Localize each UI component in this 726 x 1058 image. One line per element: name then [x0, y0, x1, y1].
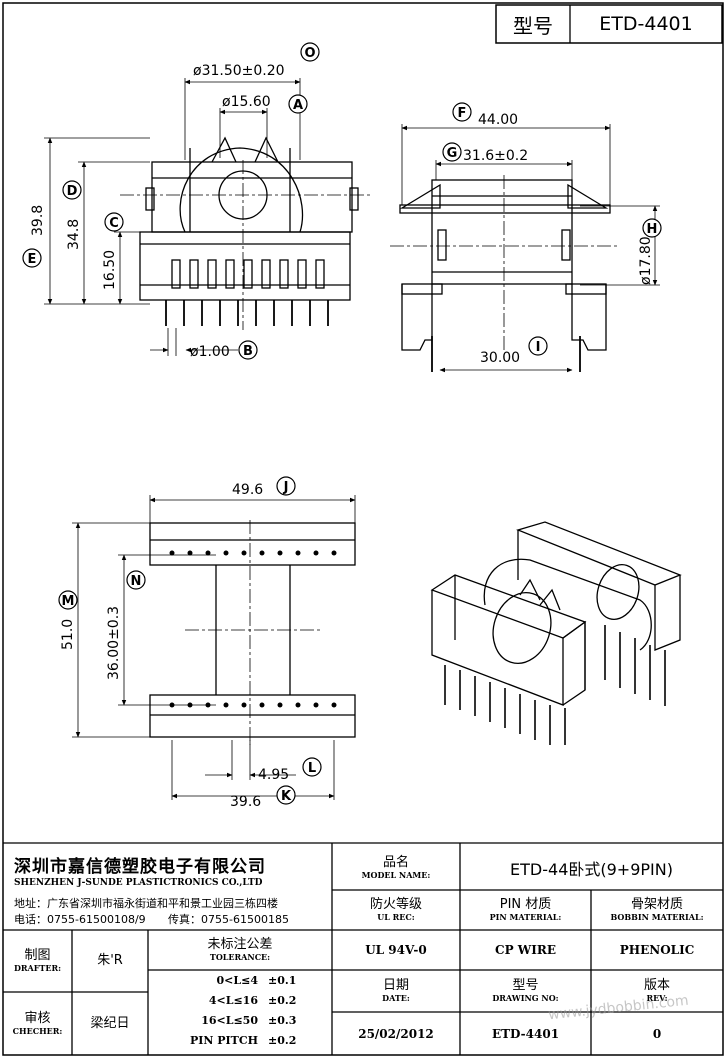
front-view: [44, 78, 370, 356]
pin-header: PIN 材质 PIN MATERIAL:: [460, 890, 591, 930]
ul-cn: 防火等级: [369, 897, 422, 912]
tolerance-range: 0<L≤4: [216, 974, 258, 987]
drawing-cn: 型号: [512, 978, 539, 993]
dim-e: 39.8: [30, 205, 46, 236]
marker-d: D: [67, 184, 78, 199]
tolerance-range: 16<L≤50: [201, 1014, 258, 1027]
marker-g: G: [447, 146, 458, 161]
tolerance-value: ±0.2: [268, 994, 297, 1007]
side-view: [390, 124, 660, 373]
dim-b: ø1.00: [190, 344, 230, 360]
company-fax: 传真：0755-61500185: [168, 913, 289, 926]
dim-i: 30.00: [480, 350, 520, 366]
dim-c: 16.50: [102, 250, 118, 290]
dim-k: 39.6: [230, 794, 261, 810]
bobbin-en: BOBBIN MATERIAL:: [610, 912, 704, 922]
drafter-value: 朱'R: [97, 953, 123, 968]
marker-c: C: [109, 216, 119, 231]
pin-en: PIN MATERIAL:: [489, 912, 562, 922]
dim-h: ø17.80: [638, 236, 654, 285]
model-name-cn: 品名: [382, 854, 409, 870]
drawing-en: DRAWING NO:: [492, 993, 559, 1003]
tolerance-value: ±0.1: [268, 974, 297, 987]
date-en: DATE:: [382, 993, 410, 1003]
pin-value: CP WIRE: [495, 943, 556, 957]
pin-cn: PIN 材质: [499, 897, 552, 912]
date-cn: 日期: [382, 978, 409, 993]
bobbin-cn: 骨架材质: [630, 897, 683, 912]
tolerance-row: 0<L≤4 ±0.1: [148, 974, 332, 994]
rev-cn: 版本: [643, 978, 670, 993]
drawing-value: ETD-4401: [491, 1026, 560, 1041]
marker-f: F: [458, 106, 467, 121]
model-name-en: MODEL NAME:: [361, 869, 431, 880]
bottom-view: [72, 495, 356, 800]
tolerance-cn: 未标注公差: [207, 937, 273, 952]
marker-o: O: [304, 46, 315, 61]
drawing-header: 型号 DRAWING NO:: [460, 970, 591, 1012]
isometric-view: [430, 521, 682, 745]
marker-k: K: [281, 789, 292, 804]
marker-e: E: [28, 252, 37, 267]
ul-en: UL REC:: [377, 912, 415, 922]
dim-m: 51.0: [60, 619, 76, 650]
tolerance-en: TOLERANCE:: [209, 952, 271, 962]
type-value: ETD-4401: [599, 13, 693, 35]
tolerance-header: 未标注公差 TOLERANCE:: [148, 930, 332, 970]
marker-b: B: [243, 344, 253, 359]
drafter-header: 制图 DRAFTER:: [3, 930, 72, 992]
marker-h: H: [647, 222, 658, 237]
tolerance-range: PIN PITCH: [189, 1034, 258, 1047]
dim-f: 44.00: [478, 112, 518, 128]
dim-j: 49.6: [232, 482, 263, 498]
company-name-en: SHENZHEN J-SUNDE PLASTICTRONICS CO.,LTD: [14, 878, 263, 888]
rev-header: 版本 REV:: [591, 970, 723, 1012]
tolerance-value: ±0.3: [268, 1014, 297, 1027]
dim-a: ø15.60: [222, 94, 271, 110]
marker-a: A: [293, 98, 303, 113]
dim-g: 31.6±0.2: [463, 148, 528, 164]
tolerance-value: ±0.2: [268, 1034, 297, 1047]
tolerance-table: 0<L≤4 ±0.1 4<L≤16 ±0.2 16<L≤50 ±0.3 PIN …: [148, 974, 332, 1054]
marker-m: M: [62, 594, 75, 609]
tolerance-range: 4<L≤16: [208, 994, 258, 1007]
bobbin-header: 骨架材质 BOBBIN MATERIAL:: [591, 890, 723, 930]
rev-en: REV:: [646, 993, 668, 1003]
type-label: 型号: [513, 13, 553, 38]
title-block-grid: [3, 842, 723, 1055]
tolerance-row: 4<L≤16 ±0.2: [148, 994, 332, 1014]
model-name-value: ETD-44卧式(9+9PIN): [510, 859, 673, 879]
tolerance-row: PIN PITCH ±0.2: [148, 1034, 332, 1054]
dim-n: 36.00±0.3: [106, 606, 122, 680]
ul-value: UL 94V-0: [365, 943, 427, 957]
marker-n: N: [131, 574, 142, 589]
company-name: 深圳市嘉信德塑胶电子有限公司: [14, 857, 266, 877]
checker-en: CHECHER:: [12, 1025, 63, 1036]
marker-j: J: [283, 480, 289, 495]
model-name-header: 品名 MODEL NAME:: [332, 845, 460, 890]
ul-header: 防火等级 UL REC:: [332, 890, 460, 930]
company-address: 地址：广东省深圳市福永街道和平和景工业园三栋四楼: [14, 897, 278, 910]
checker-value: 梁纪日: [90, 1015, 130, 1031]
date-header: 日期 DATE:: [332, 970, 460, 1012]
marker-i: I: [536, 340, 541, 355]
drafter-cn: 制图: [24, 948, 51, 963]
marker-l: L: [308, 761, 316, 776]
dimension-markers: [22, 42, 662, 805]
dim-l: 4.95: [258, 767, 289, 783]
bobbin-value: PHENOLIC: [619, 943, 695, 957]
tolerance-row: 16<L≤50 ±0.3: [148, 1014, 332, 1034]
dim-o: ø31.50±0.20: [193, 63, 285, 79]
dim-d: 34.8: [66, 219, 82, 250]
checker-cn: 审核: [24, 1010, 51, 1026]
company-phone: 电话：0755-61500108/9: [14, 913, 146, 926]
date-value: 25/02/2012: [358, 1026, 434, 1041]
drafter-en: DRAFTER:: [13, 963, 62, 973]
rev-value: 0: [652, 1026, 662, 1041]
checker-header: 审核 CHECHER:: [3, 992, 72, 1055]
